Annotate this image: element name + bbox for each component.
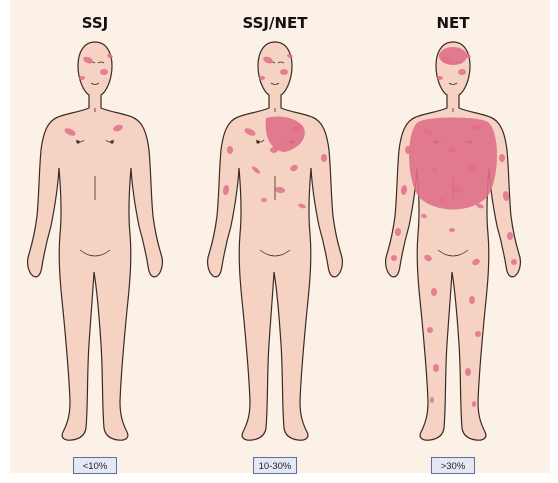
body-outline	[28, 42, 163, 440]
lesion-spot	[259, 76, 265, 80]
lesion-spot	[427, 327, 433, 333]
body-figure-ssj-net	[190, 0, 360, 473]
figure-net: NET >30%	[368, 0, 538, 473]
lesion-spot	[499, 154, 505, 162]
lesion-spot	[430, 397, 434, 403]
lesion-spot	[100, 69, 108, 75]
percent-badge: 10-30%	[253, 457, 297, 474]
lesion-spot	[79, 76, 85, 80]
lesion-spot	[472, 401, 476, 407]
lesion-patch	[439, 47, 467, 65]
lesion-spot	[280, 69, 288, 75]
body-figure-ssj	[10, 0, 180, 473]
percent-badge: >30%	[431, 457, 475, 474]
lesion-spot	[433, 364, 439, 372]
lesion-spot	[465, 368, 471, 376]
nipple-mark	[256, 140, 259, 143]
lesion-spot	[475, 331, 481, 337]
lesion-spot	[449, 228, 455, 232]
lesion-spot	[469, 296, 475, 304]
lesion-spot	[261, 198, 267, 202]
body-outline	[386, 42, 521, 440]
lesion-spot	[507, 232, 513, 240]
nipple-mark	[110, 140, 113, 143]
figure-ssj: SSJ <10%	[10, 0, 180, 473]
percent-badge: <10%	[73, 457, 117, 474]
lesion-spot	[227, 146, 233, 154]
nipple-mark	[76, 140, 79, 143]
lesion-spot	[431, 288, 437, 296]
lesion-spot	[321, 154, 327, 162]
figure-ssj-net: SSJ/NET 10-30%	[190, 0, 360, 473]
lesion-spot	[395, 228, 401, 236]
lesion-patch	[409, 118, 497, 210]
lesion-spot	[437, 76, 443, 80]
diagram-panel: SSJ <10% SSJ/NET 10-30% NET >30%	[10, 0, 550, 473]
body-figure-net	[368, 0, 538, 473]
body-outline	[208, 42, 343, 440]
lesion-spot	[391, 255, 397, 261]
lesion-spot	[458, 69, 466, 75]
lesion-spot	[511, 259, 517, 265]
